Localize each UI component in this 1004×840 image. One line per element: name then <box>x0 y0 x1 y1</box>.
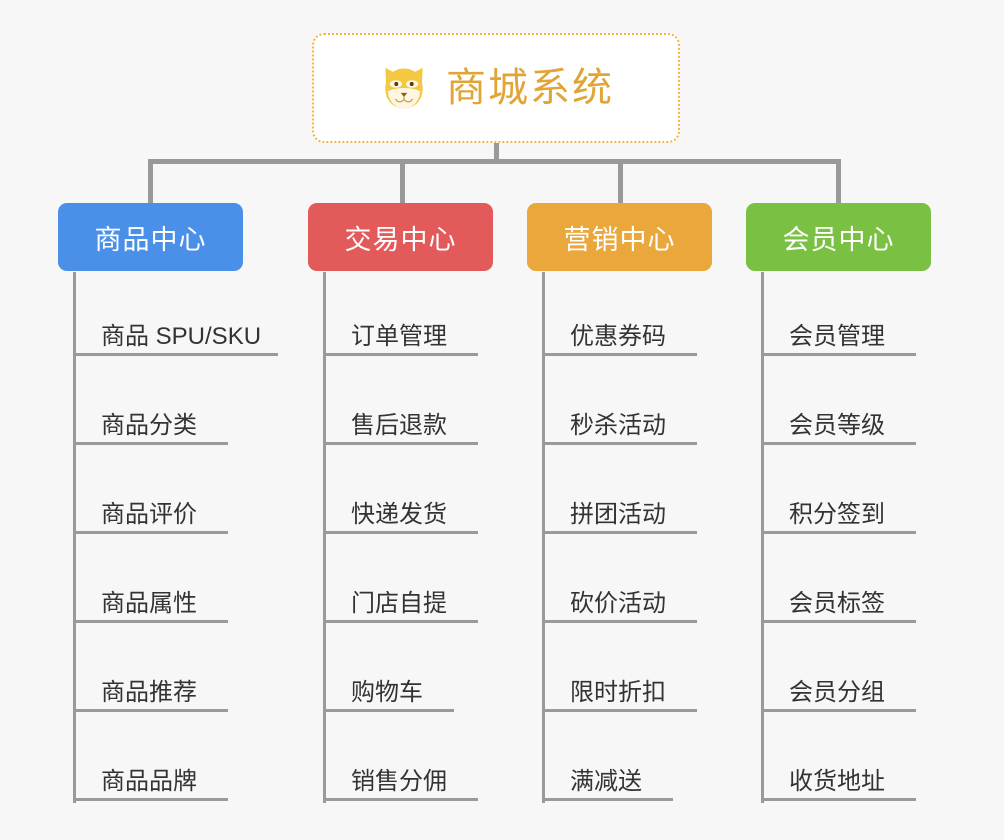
leaf-label-4-6[interactable]: 收货地址 <box>789 768 885 795</box>
leaf-underline-3-5: 限时折扣 <box>542 681 697 712</box>
leaf-label-1-6[interactable]: 商品品牌 <box>101 768 197 795</box>
leaf-underline-3-2: 秒杀活动 <box>542 414 697 445</box>
leaf-underline-4-5: 会员分组 <box>761 681 916 712</box>
root-title: 商城系统 <box>446 66 614 110</box>
leaf-underline-2-6: 销售分佣 <box>323 770 478 801</box>
branch-trunk-2 <box>323 272 326 803</box>
leaf-label-2-4[interactable]: 门店自提 <box>351 590 447 617</box>
leaf-underline-3-1: 优惠券码 <box>542 325 697 356</box>
connector-root-down <box>494 143 499 162</box>
branch-trunk-1 <box>73 272 76 803</box>
branch-header-2[interactable]: 交易中心 <box>308 203 493 271</box>
leaf-label-2-5[interactable]: 购物车 <box>351 679 423 706</box>
branch-header-3[interactable]: 营销中心 <box>527 203 712 271</box>
branch-header-label-4: 会员中心 <box>782 224 895 255</box>
leaf-label-4-2[interactable]: 会员等级 <box>789 412 885 439</box>
leaf-label-1-1[interactable]: 商品 SPU/SKU <box>101 323 262 350</box>
leaf-underline-4-4: 会员标签 <box>761 592 916 623</box>
leaf-underline-1-5: 商品推荐 <box>73 681 228 712</box>
leaf-label-3-1[interactable]: 优惠券码 <box>570 323 666 350</box>
branch-header-label-3: 营销中心 <box>563 224 676 255</box>
branch-trunk-4 <box>761 272 764 803</box>
leaf-label-3-5[interactable]: 限时折扣 <box>570 679 666 706</box>
leaf-underline-4-2: 会员等级 <box>761 414 916 445</box>
connector-drop-branch-3 <box>618 159 623 205</box>
leaf-underline-3-6: 满减送 <box>542 770 673 801</box>
root-node[interactable]: 商城系统 <box>312 33 680 143</box>
leaf-underline-3-3: 拼团活动 <box>542 503 697 534</box>
leaf-label-4-1[interactable]: 会员管理 <box>789 323 885 350</box>
leaf-underline-1-6: 商品品牌 <box>73 770 228 801</box>
leaf-underline-2-4: 门店自提 <box>323 592 478 623</box>
leaf-label-1-4[interactable]: 商品属性 <box>101 590 197 617</box>
connector-drop-branch-4 <box>836 159 841 205</box>
leaf-label-2-2[interactable]: 售后退款 <box>351 412 447 439</box>
leaf-label-4-5[interactable]: 会员分组 <box>789 679 885 706</box>
leaf-underline-2-3: 快递发货 <box>323 503 478 534</box>
leaf-label-3-6[interactable]: 满减送 <box>570 768 642 795</box>
leaf-underline-1-1: 商品 SPU/SKU <box>73 325 278 356</box>
branch-header-1[interactable]: 商品中心 <box>58 203 243 271</box>
branch-header-4[interactable]: 会员中心 <box>746 203 931 271</box>
leaf-label-1-5[interactable]: 商品推荐 <box>101 679 197 706</box>
leaf-underline-4-6: 收货地址 <box>761 770 916 801</box>
leaf-underline-2-1: 订单管理 <box>323 325 478 356</box>
leaf-underline-1-3: 商品评价 <box>73 503 228 534</box>
leaf-underline-1-2: 商品分类 <box>73 414 228 445</box>
leaf-label-4-4[interactable]: 会员标签 <box>789 590 885 617</box>
leaf-underline-3-4: 砍价活动 <box>542 592 697 623</box>
leaf-underline-1-4: 商品属性 <box>73 592 228 623</box>
connector-drop-branch-1 <box>148 159 153 205</box>
leaf-underline-4-3: 积分签到 <box>761 503 916 534</box>
leaf-label-2-3[interactable]: 快递发货 <box>351 501 447 528</box>
leaf-label-3-3[interactable]: 拼团活动 <box>570 501 666 528</box>
leaf-label-3-2[interactable]: 秒杀活动 <box>570 412 666 439</box>
leaf-label-3-4[interactable]: 砍价活动 <box>570 590 666 617</box>
shiba-dog-face-icon <box>378 62 430 114</box>
branch-header-label-2: 交易中心 <box>344 224 457 255</box>
leaf-underline-2-2: 售后退款 <box>323 414 478 445</box>
leaf-underline-2-5: 购物车 <box>323 681 454 712</box>
leaf-underline-4-1: 会员管理 <box>761 325 916 356</box>
leaf-label-2-6[interactable]: 销售分佣 <box>351 768 447 795</box>
connector-drop-branch-2 <box>400 159 405 205</box>
branch-header-label-1: 商品中心 <box>94 224 207 255</box>
branch-trunk-3 <box>542 272 545 803</box>
leaf-label-2-1[interactable]: 订单管理 <box>351 323 447 350</box>
leaf-label-1-3[interactable]: 商品评价 <box>101 501 197 528</box>
connector-horizontal-bus <box>148 159 840 164</box>
leaf-label-1-2[interactable]: 商品分类 <box>101 412 197 439</box>
leaf-label-4-3[interactable]: 积分签到 <box>789 501 885 528</box>
